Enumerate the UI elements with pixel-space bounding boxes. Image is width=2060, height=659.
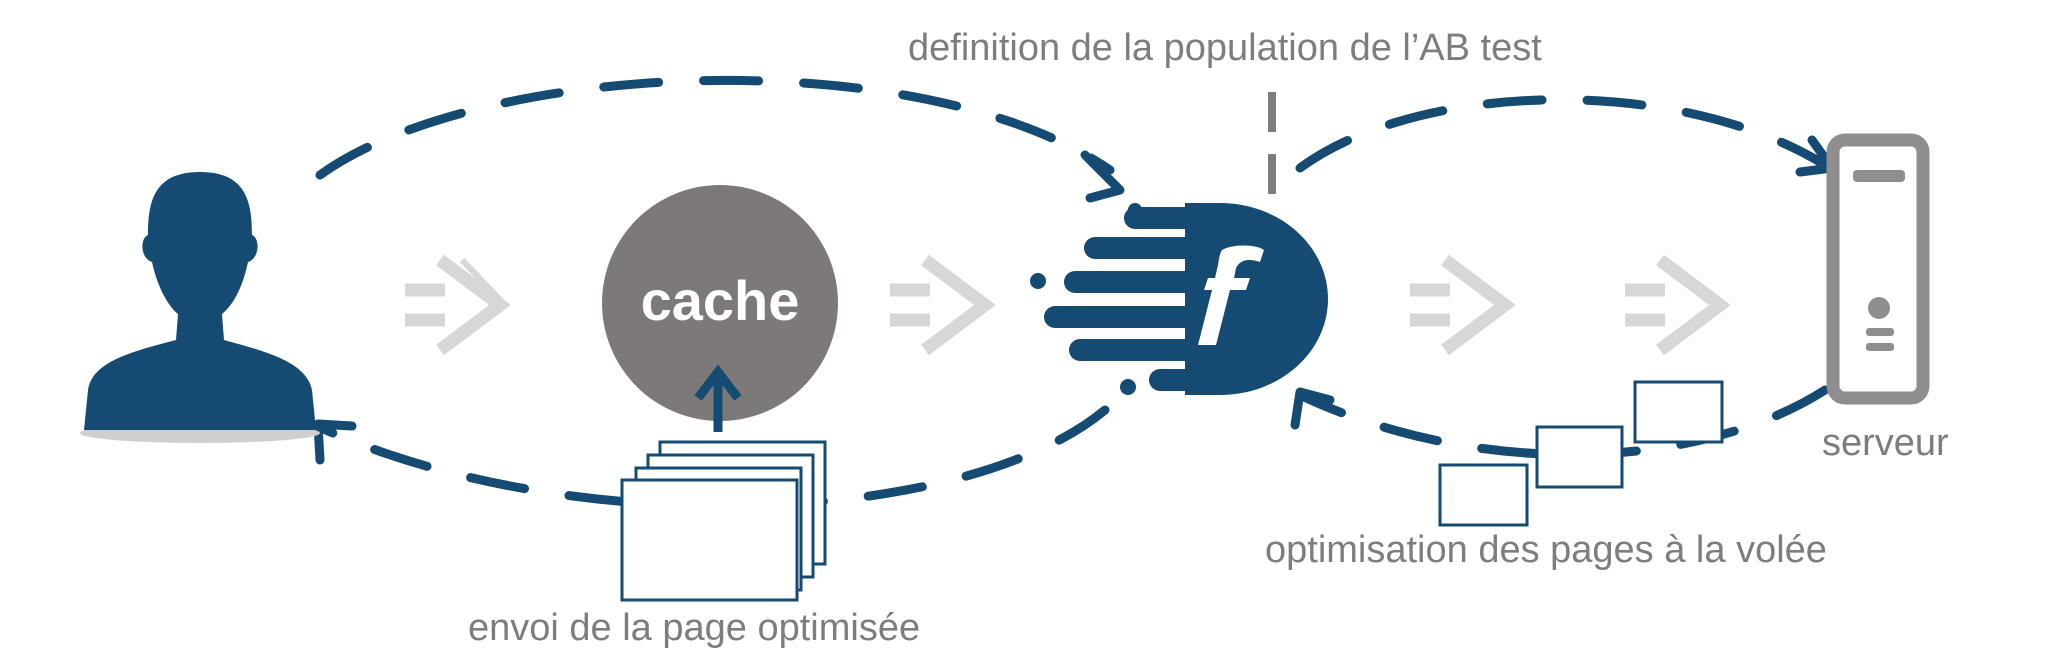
- f-logo-icon: [1030, 203, 1328, 395]
- optimised-pages: [1438, 380, 1724, 527]
- arrowhead-to-user: [313, 419, 357, 465]
- curve-user-to-logo: [315, 75, 1115, 180]
- curve-logo-to-user: [310, 405, 1110, 511]
- curve-logo-to-server: [1295, 95, 1830, 173]
- page-small-1: [1438, 463, 1529, 527]
- up-arrow-icon: [694, 364, 742, 432]
- arrowhead-to-logo-return: [1290, 387, 1335, 430]
- arrow-4: [1625, 254, 1731, 356]
- cache-label: cache: [641, 269, 800, 332]
- flow-arrows: [405, 254, 1731, 356]
- cache-circle: [602, 185, 838, 421]
- arrow-1: [405, 254, 511, 356]
- arrow-3: [1410, 254, 1516, 356]
- arrowhead-to-logo: [1080, 150, 1125, 203]
- page-small-3: [1633, 380, 1724, 444]
- user-icon: [80, 172, 320, 443]
- page-stack-icon: [620, 440, 827, 602]
- curve-arrowheads: [313, 135, 1837, 465]
- title-label: definition de la population de l’AB test: [908, 27, 1542, 69]
- page-small-2: [1535, 425, 1624, 489]
- server-icon: [1826, 133, 1930, 405]
- arrow-2: [890, 254, 996, 356]
- optimisation-label: optimisation des pages à la volée: [1265, 529, 1827, 571]
- serveur-label: serveur: [1822, 422, 1949, 464]
- envoi-label: envoi de la page optimisée: [468, 607, 920, 649]
